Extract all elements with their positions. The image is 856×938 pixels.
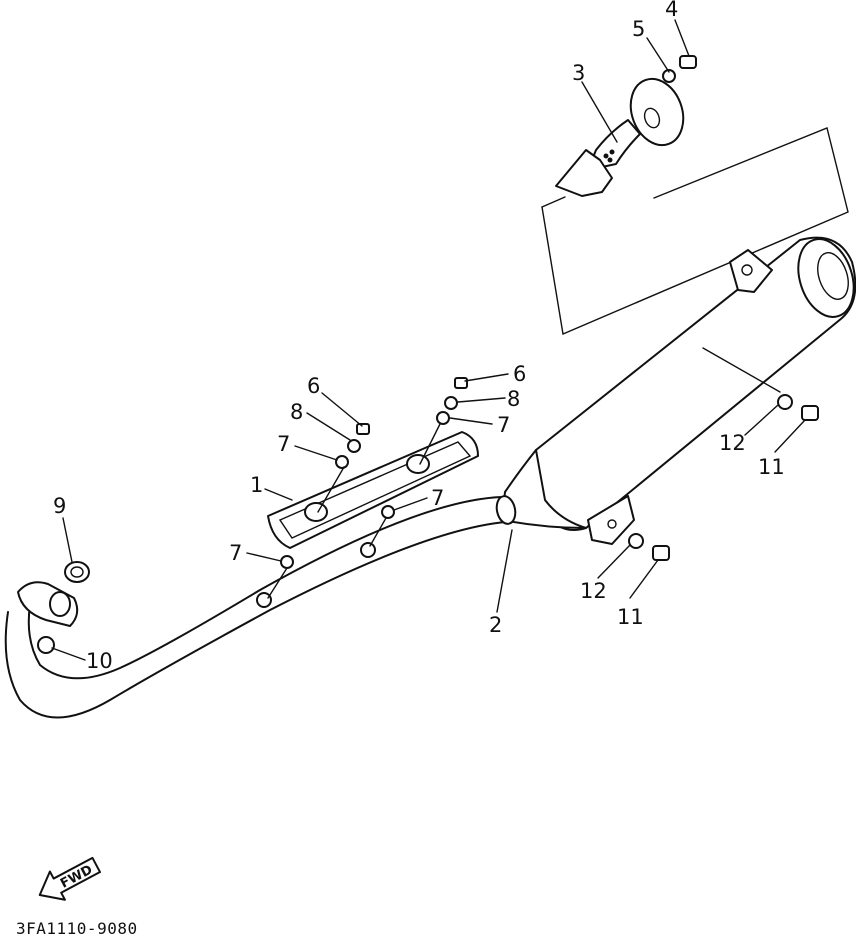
callout-5: 5 — [632, 17, 645, 41]
callout-1: 1 — [250, 473, 263, 497]
callout-11-lower: 11 — [617, 605, 644, 629]
leader-lines — [51, 19, 806, 661]
callout-9: 9 — [53, 494, 66, 518]
spark-arrester — [555, 77, 685, 197]
callout-2: 2 — [489, 613, 502, 637]
exhaust-pipe — [4, 495, 517, 719]
callout-10: 10 — [86, 649, 113, 673]
spark-arrester-group-outline — [541, 127, 849, 335]
callout-7-upper-right: 7 — [497, 413, 510, 437]
callout-6-left: 6 — [307, 374, 320, 398]
muffler-body — [501, 236, 856, 545]
heat-protector — [267, 431, 479, 549]
callout-12-lower: 12 — [580, 579, 607, 603]
callout-11-upper: 11 — [758, 455, 785, 479]
callout-7-lower-left: 7 — [229, 541, 242, 565]
callout-8-right: 8 — [507, 387, 520, 411]
callout-12-upper: 12 — [719, 431, 746, 455]
drawing-code: 3FA1110-9080 — [16, 919, 138, 938]
callout-7-mid: 7 — [431, 486, 444, 510]
callout-8-left: 8 — [290, 400, 303, 424]
hardware — [37, 55, 819, 654]
callout-6-right: 6 — [513, 362, 526, 386]
callout-3: 3 — [572, 61, 585, 85]
fwd-arrow-icon: FWD — [38, 856, 102, 901]
callout-4: 4 — [665, 0, 678, 21]
callout-7-upper-left: 7 — [277, 432, 290, 456]
callout-labels: 1 2 3 4 5 6 6 8 8 7 7 7 7 9 10 12 11 12 … — [53, 0, 785, 673]
